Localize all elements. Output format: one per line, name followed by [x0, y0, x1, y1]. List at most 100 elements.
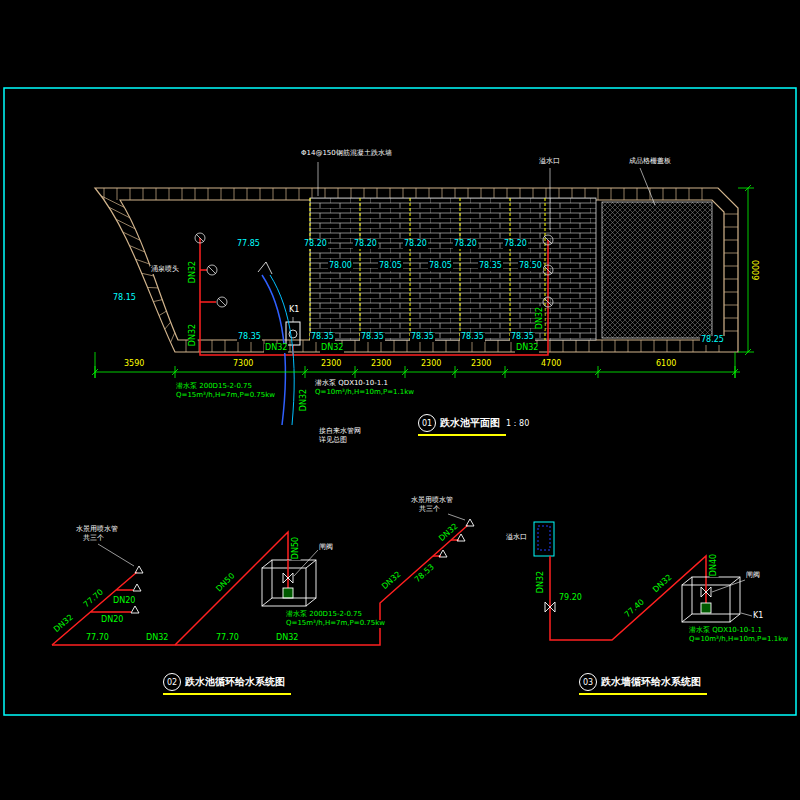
callout-note: 详见总图	[318, 437, 348, 445]
pipe-size: DN32	[437, 522, 461, 545]
callout-note: 潜水泵 QDX10-10-1.1	[688, 627, 763, 635]
coping-joint	[724, 266, 738, 267]
dimension-tick	[732, 366, 738, 378]
dimension-tick	[402, 366, 408, 378]
leader-lines	[712, 580, 752, 616]
elevation-mark: 77.70	[85, 634, 110, 643]
dimension-line	[95, 352, 740, 378]
coping-joint	[724, 214, 738, 215]
pipe-size: DN32	[380, 570, 404, 593]
drawing-title-text: 跌水池平面图	[440, 416, 500, 430]
coping-joint	[109, 207, 130, 218]
elevation-mark: 78.35	[510, 333, 535, 342]
wall-joints	[310, 198, 545, 340]
system-02-pipes	[52, 525, 468, 645]
callout-note: 潜水泵 200D15-2-0.75	[175, 383, 253, 391]
grating-cover	[602, 202, 712, 338]
spray-nozzles	[131, 519, 474, 613]
callout-note: 溢水口	[538, 158, 561, 166]
coping-joint	[407, 340, 408, 352]
dimension-ticks	[92, 366, 738, 378]
elevation-mark: 78.20	[303, 240, 328, 249]
pipe-size: DN32	[300, 388, 309, 412]
nozzle	[133, 584, 141, 591]
coping-joint	[472, 340, 473, 352]
coping-joint	[615, 340, 616, 352]
coping-joint	[589, 340, 590, 352]
callout-note: 潜水泵 200D15-2-0.75	[285, 611, 363, 619]
drawing-number: 01	[418, 414, 436, 432]
pipe-size: DN32	[537, 570, 546, 594]
callout-note: 水景用喷水管	[75, 526, 119, 534]
pool-outer-edge	[95, 188, 738, 352]
pump	[283, 588, 293, 598]
coping-joint	[550, 340, 551, 352]
dimension-text: 3590	[123, 360, 145, 369]
dimension-tick	[302, 366, 308, 378]
elevation-mark: 78.35	[360, 333, 385, 342]
coping-joint	[101, 196, 124, 208]
drawing-title-text: 跌水池循环给水系统图	[185, 675, 285, 689]
cascade-wall	[310, 198, 596, 340]
callout-note: 接自来水管网	[318, 428, 362, 436]
pool-coping-blocks	[101, 188, 738, 352]
pipe-size: DN40	[710, 553, 719, 577]
callout-note: 潜水泵 QDX10-10-1.1	[314, 380, 389, 388]
coping-joint	[563, 340, 564, 352]
coping-joint	[654, 340, 655, 352]
coping-joint	[381, 340, 382, 352]
coping-joint	[182, 188, 183, 200]
coping-joint	[602, 340, 603, 352]
callout-note: K1	[752, 612, 764, 621]
callout-note: 水景用喷水管	[410, 497, 454, 505]
callout-note: Q=15m³/h,H=7m,P=0.75kw	[175, 392, 276, 400]
callout-note: Φ14@150钢筋混凝土跌水墙	[300, 150, 393, 158]
drawing-number: 03	[579, 673, 597, 691]
callout-note: 共三个	[418, 506, 441, 514]
coping-joint	[234, 188, 235, 200]
coping-joint	[129, 245, 144, 252]
overflow-inner	[538, 526, 550, 550]
nozzle	[457, 534, 465, 541]
elevation-mark: 78.25	[700, 336, 725, 345]
pit-edges	[682, 577, 740, 622]
callout-note: 1：80	[505, 420, 530, 429]
coping-joint	[303, 340, 304, 352]
callout-note: Q=10m³/h,H=10m,P=1.1kw	[314, 389, 415, 397]
pipe-size: DN50	[214, 571, 237, 594]
pipe-size: DN32	[52, 613, 76, 636]
coping-joint	[628, 340, 629, 352]
dimension-text: 4700	[540, 360, 562, 369]
drawing-title: 01 跌水池平面图	[418, 414, 506, 436]
drawing-number: 02	[163, 673, 181, 691]
coping-joint	[247, 188, 248, 200]
coping-joint	[676, 188, 677, 200]
dimension-tick	[92, 366, 98, 378]
coping-joint	[299, 188, 300, 200]
elevation-mark: 79.20	[558, 594, 583, 603]
dimension-text: 2300	[320, 360, 342, 369]
elevation-mark: 77.85	[236, 240, 261, 249]
nozzle-hatch	[196, 234, 552, 306]
coping-joint	[148, 287, 158, 288]
coping-joint	[290, 340, 291, 352]
gate-valve	[545, 602, 555, 612]
coping-joint	[156, 188, 157, 200]
leader-lines	[98, 514, 465, 576]
pump-pit	[286, 322, 300, 345]
coping-joint	[724, 227, 738, 228]
dimension-line	[738, 185, 754, 355]
coping-joint	[123, 232, 140, 240]
coping-joint	[724, 305, 738, 306]
leader-lines	[293, 162, 655, 322]
coping-joint	[225, 340, 226, 352]
elevation-mark: 78.50	[518, 262, 543, 271]
elevation-mark: 78.20	[453, 240, 478, 249]
pipe-size: DN50	[292, 536, 301, 560]
callout-note: Q=10m³/h,H=10m,P=1.1kw	[688, 636, 789, 644]
dimension-tick	[452, 366, 458, 378]
coping-joint	[433, 340, 434, 352]
coping-joint	[208, 188, 209, 200]
pipe	[175, 532, 288, 645]
